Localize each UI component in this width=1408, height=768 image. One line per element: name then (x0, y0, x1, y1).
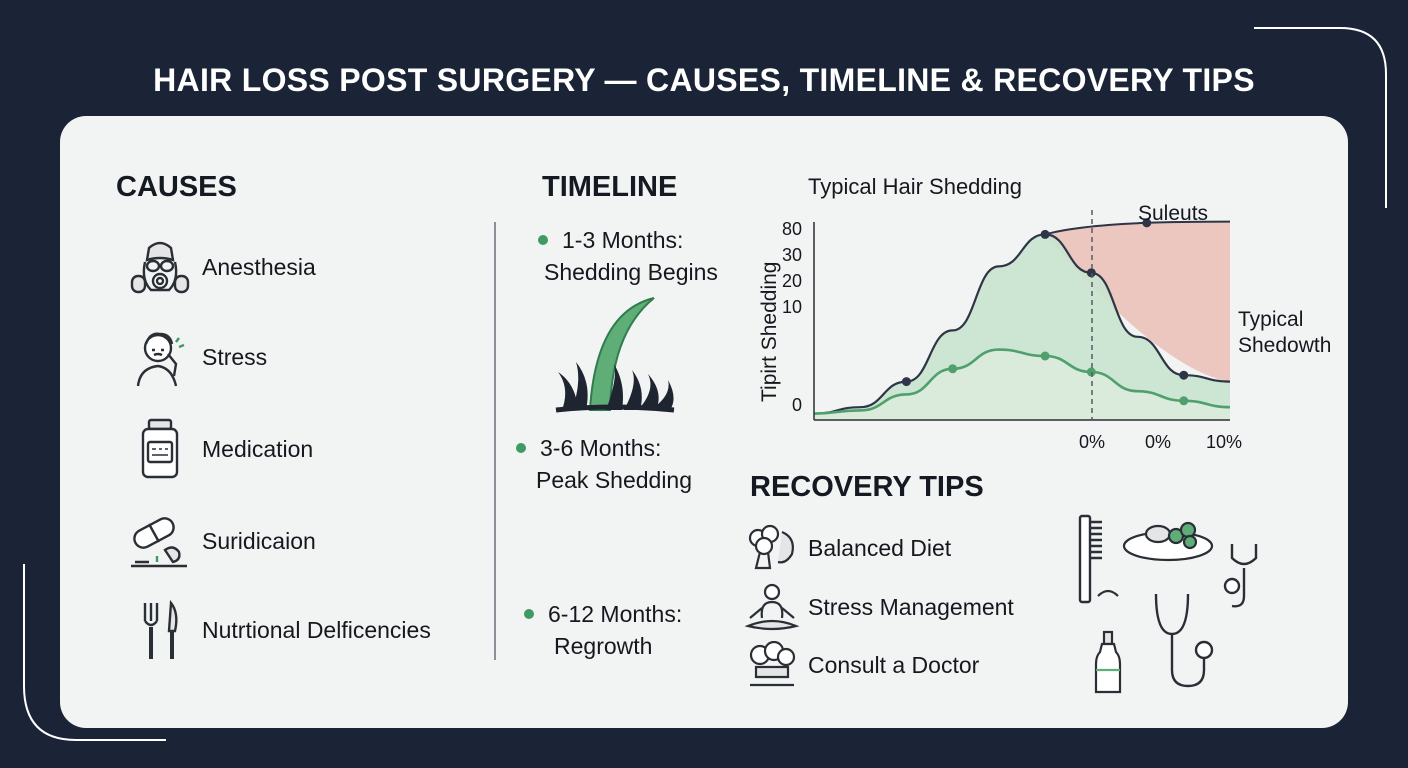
chart-plot-area (813, 218, 1231, 420)
chart-point (1040, 351, 1050, 361)
chart-annotation-line: Typical (1238, 308, 1303, 331)
recovery-illustrations (1078, 514, 1258, 694)
stage-dot (516, 442, 526, 453)
cause-item: Medication (126, 414, 313, 484)
timeline-heading: TIMELINE (542, 171, 678, 203)
section-divider (494, 222, 496, 660)
chart-y-tick-label: 80 (782, 219, 802, 239)
chart-x-tick-label: 10% (1206, 432, 1242, 452)
cause-item: Suridicaion (126, 506, 316, 576)
cause-item: Stress (126, 322, 267, 392)
bottle-icon (1094, 589, 1122, 694)
shedding-chart: Typical Hair Shedding Tipirt Shedding 80… (758, 174, 1330, 452)
chart-title: Typical Hair Shedding (808, 174, 1022, 199)
chart-shaded-region (1045, 221, 1230, 382)
chart-series-line (813, 233, 1231, 415)
cause-item: Nutrtional Delficencies (126, 595, 431, 665)
stethoscope-icon (1154, 544, 1258, 688)
stage-description: Regrowth (554, 633, 653, 659)
chart-point (1086, 268, 1096, 278)
comb-icon (1078, 514, 1102, 604)
cause-label: Anesthesia (202, 253, 316, 280)
chart-y-ticks: 80 30 20 10 0 (782, 219, 802, 415)
chart-x-ticks: 0% 0% 10% (1079, 432, 1242, 452)
stage-dot (538, 234, 548, 245)
chart-series-area (814, 234, 1230, 420)
tip-label: Balanced Diet (808, 534, 952, 561)
chart-y-tick-label: 10 (782, 297, 802, 317)
cause-label: Nutrtional Delficencies (202, 616, 431, 643)
tip-item: Stress Management (740, 582, 1014, 632)
timeline-stage: 1-3 Months: Shedding Begins (538, 224, 718, 288)
chart-annotation: Suleuts (1138, 202, 1208, 225)
medicine-jar-icon (126, 414, 194, 484)
chart-x-tick-label: 0% (1079, 432, 1105, 452)
chart-annotation-line: Shedowth (1238, 334, 1330, 357)
timeline-stage: 3-6 Months: Peak Shedding (516, 432, 692, 496)
doctor-icon (740, 640, 804, 690)
chart-point (1040, 229, 1050, 239)
stage-period: 3-6 Months: (540, 435, 662, 461)
tip-label: Consult a Doctor (808, 651, 980, 678)
stressed-person-icon (126, 322, 194, 392)
chart-point (901, 377, 911, 387)
stage-period: 1-3 Months: (562, 227, 684, 253)
timeline-stage: 6-12 Months: Regrowth (524, 598, 682, 662)
salad-plate-icon (1122, 521, 1214, 562)
cause-label: Medication (202, 435, 314, 462)
tip-item: Consult a Doctor (740, 640, 979, 690)
causes-heading: CAUSES (116, 171, 237, 203)
meditation-icon (740, 582, 804, 632)
cause-item: Anesthesia (126, 232, 316, 302)
chart-y-tick-label: 20 (782, 271, 802, 291)
chart-series-line (813, 348, 1231, 415)
chart-point (948, 364, 958, 374)
chart-y-axis-label: Tipirt Shedding (758, 262, 781, 402)
chart-series-area (814, 349, 1230, 420)
cause-label: Suridicaion (202, 527, 316, 554)
stage-period: 6-12 Months: (548, 601, 683, 627)
pills-icon (126, 506, 194, 576)
gas-mask-icon (126, 232, 194, 302)
chart-upper-line (1044, 220, 1231, 236)
hair-sprout-icon (555, 297, 675, 413)
broccoli-icon (740, 523, 804, 573)
chart-point (1142, 218, 1152, 228)
page-title: HAIR LOSS POST SURGERY — CAUSES, TIMELIN… (153, 62, 1255, 98)
fork-knife-icon (126, 595, 194, 665)
tip-item: Balanced Diet (740, 523, 951, 573)
recovery-heading: RECOVERY TIPS (750, 471, 984, 503)
stage-dot (524, 608, 534, 619)
chart-point (1179, 396, 1189, 406)
chart-point (1179, 370, 1189, 380)
chart-x-tick-label: 0% (1145, 432, 1171, 452)
content-card: CAUSES Anesthesia Stress (60, 116, 1348, 728)
tip-label: Stress Management (808, 593, 1014, 620)
stage-description: Peak Shedding (536, 467, 693, 493)
chart-y-tick-label: 30 (782, 245, 802, 265)
chart-y-tick-label: 0 (792, 395, 802, 415)
stage-description: Shedding Begins (544, 259, 718, 285)
cause-label: Stress (202, 343, 268, 370)
